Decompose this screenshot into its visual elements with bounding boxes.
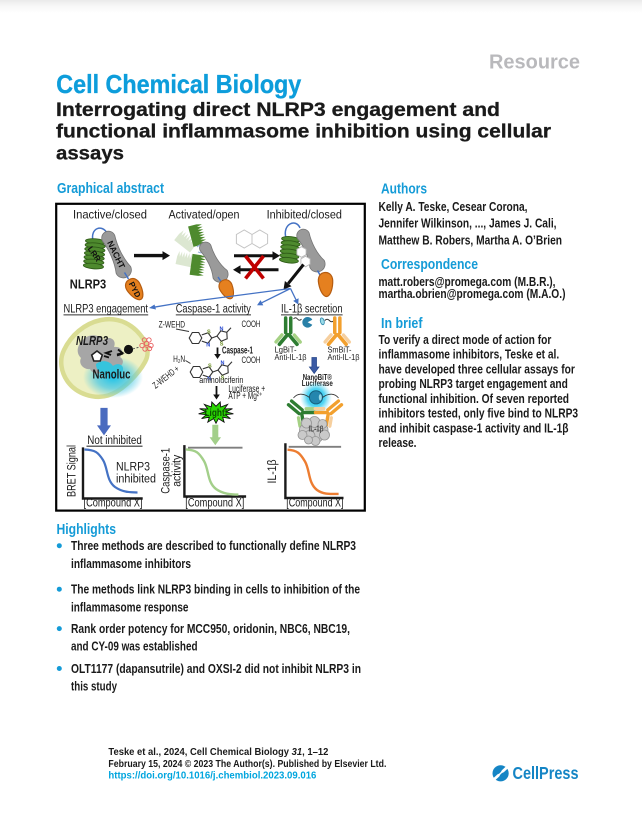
svg-text:assays: assays [56,144,124,165]
svg-text:Luciferase +: Luciferase + [228,384,265,395]
svg-text:COOH: COOH [242,355,261,365]
svg-text:In brief: In brief [381,316,423,332]
svg-text:S: S [221,375,225,381]
svg-text:IL-1β secretion: IL-1β secretion [281,302,343,316]
svg-text:NLRP3: NLRP3 [116,460,150,474]
svg-text:inflammasome inhibitors, Teske: inflammasome inhibitors, Teske et al. [379,347,560,362]
svg-text:Jennifer Wilkinson, ..., James: Jennifer Wilkinson, ..., James J. Cali, [379,216,557,231]
svg-text:N: N [221,361,225,367]
svg-text:Caspase-1: Caspase-1 [159,448,173,494]
svg-text:S: S [207,330,211,336]
svg-text:SmBiT-: SmBiT- [328,345,352,354]
svg-text:N: N [220,327,224,333]
svg-text:The methods link NLRP3 binding: The methods link NLRP3 binding in cells … [71,582,360,597]
svg-text:https://doi.org/10.1016/j.chem: https://doi.org/10.1016/j.chembiol.2023.… [108,770,317,781]
svg-text:Correspondence: Correspondence [381,257,478,273]
svg-text:Activated/open: Activated/open [169,208,240,222]
svg-text:NLRP3: NLRP3 [70,277,106,292]
svg-text:BRET Signal: BRET Signal [65,445,79,497]
svg-text:N: N [207,376,211,382]
svg-text:Z-WEHD: Z-WEHD [159,319,186,329]
svg-text:probing NLRP3 target engagemen: probing NLRP3 target engagement and [379,376,568,391]
svg-text:Authors: Authors [381,181,427,197]
svg-text:Light!: Light! [205,408,228,419]
svg-text:NLRP3: NLRP3 [76,334,108,348]
svg-text:Caspase-1: Caspase-1 [222,346,253,357]
svg-text:activity: activity [170,454,184,487]
svg-text:Inactive/closed: Inactive/closed [73,208,147,222]
svg-text:Resource: Resource [489,51,580,74]
svg-text:Teske et al., 2024, Cell Chemi: Teske et al., 2024, Cell Chemical Biolog… [108,747,329,758]
svg-text:inflammasome response: inflammasome response [71,599,189,614]
svg-text:[Compound X]: [Compound X] [185,496,244,510]
svg-text:matt.robers@promega.com (M.B.R: matt.robers@promega.com (M.B.R.), [379,274,556,289]
svg-text:February 15, 2024 © 2023 The A: February 15, 2024 © 2023 The Author(s). … [108,759,386,770]
svg-text:IL-1β: IL-1β [265,460,279,484]
svg-text:OLT1177 (dapansutrile) and OXS: OLT1177 (dapansutrile) and OXSI-2 did no… [71,661,361,676]
svg-text:Caspase-1 activity: Caspase-1 activity [176,302,252,316]
svg-text:N: N [206,342,210,348]
svg-text:functional inflammasome inhibi: functional inflammasome inhibition using… [56,122,552,143]
svg-text:COOH: COOH [242,319,261,329]
svg-text:[Compound X]: [Compound X] [84,496,143,510]
svg-text:S: S [220,341,224,347]
svg-text:CellPress: CellPress [513,763,579,783]
svg-text:Matthew B. Robers, Martha A. O: Matthew B. Robers, Martha A. O’Brien [379,232,563,247]
svg-text:inhibitors tested, only five b: inhibitors tested, only five bind to NLR… [379,406,579,421]
svg-text:inhibited: inhibited [116,472,156,486]
svg-text:release.: release. [379,435,417,450]
svg-text:Three methods are described to: Three methods are described to functiona… [71,538,356,553]
svg-text:Rank order potency for MCC950,: Rank order potency for MCC950, oridonin,… [71,621,350,636]
svg-text:this study: this study [71,679,118,694]
svg-text:Highlights: Highlights [57,522,117,538]
svg-text:Graphical abstract: Graphical abstract [57,181,164,197]
svg-text:Not inhibited: Not inhibited [87,433,142,447]
svg-text:have developed three cellular: have developed three cellular assays for [379,361,575,376]
svg-text:aminoluciferin: aminoluciferin [199,375,243,386]
svg-text:and CY-09 was established: and CY-09 was established [71,639,198,654]
svg-text:Anti-IL-1β: Anti-IL-1β [328,353,360,362]
svg-text:LgBiT-: LgBiT- [275,345,297,354]
svg-text:ATP + Mg²⁺: ATP + Mg²⁺ [228,391,262,402]
svg-text:inflammasome inhibitors: inflammasome inhibitors [71,556,191,571]
svg-text:[Compound X]: [Compound X] [286,496,343,510]
svg-text:functional inhibition. Of seve: functional inhibition. Of seven reported [379,391,570,406]
svg-text:Inhibited/closed: Inhibited/closed [267,208,342,222]
svg-text:NanoBiT®: NanoBiT® [303,373,332,382]
svg-text:Nanoluc: Nanoluc [93,367,131,381]
svg-text:To verify a direct mode of act: To verify a direct mode of action for [379,332,552,347]
svg-text:IL-1β: IL-1β [309,425,324,434]
svg-text:Kelly A. Teske, Cesear Corona,: Kelly A. Teske, Cesear Corona, [379,199,528,214]
svg-text:and inhibit caspase-1 activity: and inhibit caspase-1 activity and IL-1β [379,420,569,435]
svg-text:Interrogating direct NLRP3 eng: Interrogating direct NLRP3 engagement an… [56,100,500,121]
svg-text:Cell Chemical Biology: Cell Chemical Biology [56,69,301,99]
svg-text:NLRP3 engagement: NLRP3 engagement [64,302,149,316]
svg-text:martha.obrien@promega.com (M.A: martha.obrien@promega.com (M.A.O.) [379,286,566,301]
svg-text:Anti-IL-1β: Anti-IL-1β [275,353,307,362]
svg-text:S: S [208,364,212,370]
svg-text:H₂N: H₂N [173,354,185,364]
